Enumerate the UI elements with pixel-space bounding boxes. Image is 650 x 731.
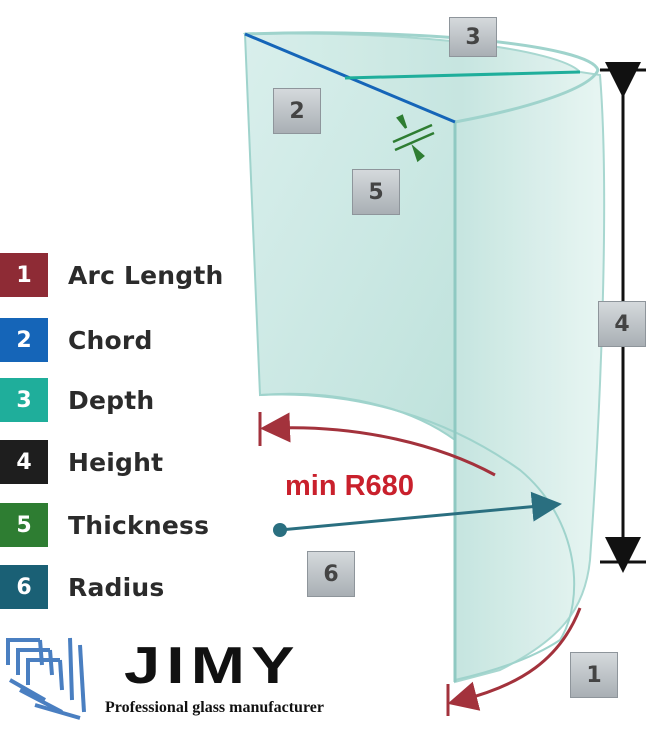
callout-depth: 3 [449,17,497,57]
min-radius-note: min R680 [285,470,414,502]
radius-center-dot [273,523,287,537]
arc-arrow-upper [260,412,496,477]
legend-chip: 3 [0,378,48,422]
arc-arrow-lower [447,607,582,711]
legend-chip: 4 [0,440,48,484]
jimy-logo-mark [6,637,86,720]
callout-thickness: 5 [352,169,400,215]
callout-height: 4 [598,301,646,347]
legend-item-height: 4 Height [0,440,163,484]
legend-label: Height [68,447,164,477]
callout-arc-length: 1 [570,652,618,698]
legend-item-thickness: 5 Thickness [0,503,209,547]
brand-name: JIMY [124,637,301,695]
legend-label: Thickness [68,510,210,540]
legend-item-depth: 3 Depth [0,378,154,422]
brand-tagline: Professional glass manufacturer [105,699,324,716]
legend-label: Depth [68,385,155,415]
legend-chip: 1 [0,253,48,297]
depth-line [344,70,581,80]
legend-chip: 5 [0,503,48,547]
legend-item-arc-length: 1 Arc Length [0,253,224,297]
legend-item-chord: 2 Chord [0,318,153,362]
legend-chip: 2 [0,318,48,362]
legend-item-radius: 6 Radius [0,565,164,609]
radius-line [279,491,562,532]
glass-top-rim [244,31,600,124]
legend-chip: 6 [0,565,48,609]
callout-radius: 6 [307,551,355,597]
callout-chord: 2 [273,88,321,134]
legend-label: Radius [68,572,165,602]
legend-label: Chord [68,325,153,355]
legend-label: Arc Length [68,260,224,290]
thickness-marker [392,114,435,163]
